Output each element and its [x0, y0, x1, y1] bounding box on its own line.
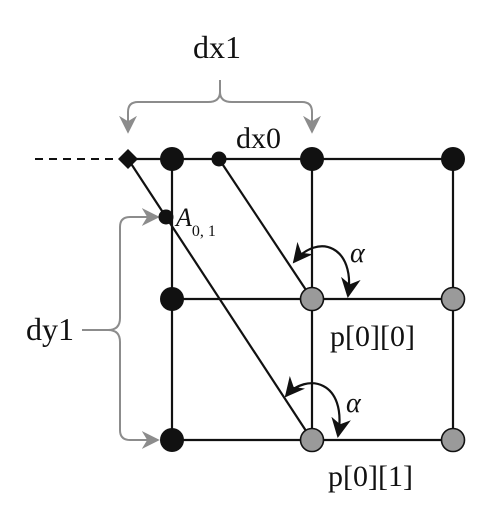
node-top-left — [160, 147, 184, 171]
dx1-bracket — [127, 80, 313, 127]
node-bottom-left — [160, 428, 184, 452]
label-dy1: dy1 — [26, 311, 74, 347]
label-alpha-top: α — [350, 238, 366, 269]
label-alpha-bottom: α — [346, 388, 362, 419]
node-p01 — [299, 427, 325, 453]
nodes-black — [158, 147, 465, 452]
label-p01: p[0][1] — [328, 460, 413, 493]
node-mid-left — [160, 287, 184, 311]
nodes-gray — [299, 286, 466, 453]
node-p00 — [299, 286, 325, 312]
alpha-arc-top — [292, 241, 361, 298]
diagonal-line-long — [127, 158, 313, 441]
node-top-right — [441, 147, 465, 171]
dy1-bracket — [82, 216, 150, 441]
label-a-main: A — [174, 203, 192, 232]
label-a01: A0, 1 — [174, 203, 216, 240]
diagonal-line-short — [218, 158, 313, 300]
label-p00: p[0][0] — [330, 320, 415, 353]
alpha-arc-bottom — [284, 375, 351, 438]
node-mid-right — [440, 286, 466, 312]
label-dx1: dx1 — [193, 29, 241, 65]
node-top-center — [300, 147, 324, 171]
node-bottom-right — [440, 427, 466, 453]
label-dx0: dx0 — [236, 122, 281, 155]
node-a01-point — [158, 209, 174, 225]
node-dx0-point — [211, 151, 227, 167]
label-a-sub: 0, 1 — [192, 223, 216, 240]
diamond-marker — [118, 149, 138, 169]
